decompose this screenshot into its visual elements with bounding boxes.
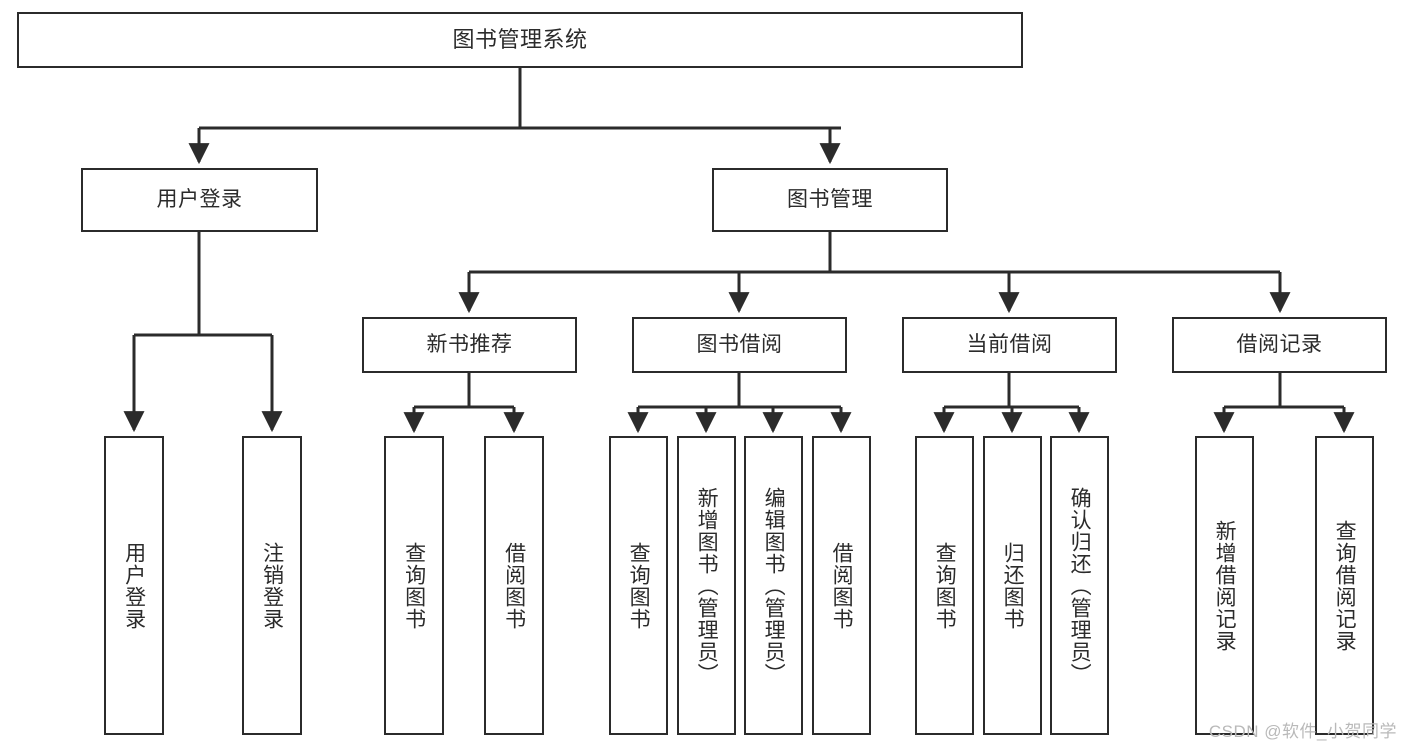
csdn-watermark: CSDN @软件_小贺同学 <box>1208 722 1397 741</box>
node-label: 借阅图书 <box>502 541 526 630</box>
node-label: 查询借阅记录 <box>1333 519 1357 652</box>
node-label: 图书管理 <box>787 187 873 211</box>
leaf-book-borrow-borrow[interactable]: 借阅图书 <box>812 436 871 735</box>
node-label: 新增图书（管理员） <box>695 486 719 685</box>
node-label: 新增借阅记录 <box>1213 519 1237 652</box>
leaf-current-borrow-confirm-return[interactable]: 确认归还（管理员） <box>1050 436 1109 735</box>
leaf-book-borrow-edit[interactable]: 编辑图书（管理员） <box>744 436 803 735</box>
node-label: 用户登录 <box>156 187 243 211</box>
node-label: 归还图书 <box>1001 541 1025 630</box>
node-root-book-management-system[interactable]: 图书管理系统 <box>17 12 1023 68</box>
node-label: 用户登录 <box>122 541 146 630</box>
node-label: 借阅记录 <box>1236 332 1323 356</box>
leaf-user-login-login[interactable]: 用户登录 <box>104 436 164 735</box>
node-borrow-record[interactable]: 借阅记录 <box>1172 317 1387 373</box>
leaf-user-login-logout[interactable]: 注销登录 <box>242 436 302 735</box>
leaf-new-book-query[interactable]: 查询图书 <box>384 436 444 735</box>
node-label: 图书管理系统 <box>452 27 588 53</box>
leaf-new-book-borrow[interactable]: 借阅图书 <box>484 436 544 735</box>
leaf-current-borrow-return[interactable]: 归还图书 <box>983 436 1042 735</box>
leaf-book-borrow-add[interactable]: 新增图书（管理员） <box>677 436 736 735</box>
leaf-book-borrow-query[interactable]: 查询图书 <box>609 436 668 735</box>
node-label: 图书借阅 <box>696 332 783 356</box>
leaf-borrow-record-add[interactable]: 新增借阅记录 <box>1195 436 1254 735</box>
node-label: 查询图书 <box>627 541 651 630</box>
node-label: 编辑图书（管理员） <box>762 486 786 685</box>
node-label: 查询图书 <box>402 541 426 630</box>
leaf-borrow-record-query[interactable]: 查询借阅记录 <box>1315 436 1374 735</box>
node-label: 查询图书 <box>933 541 957 630</box>
node-label: 注销登录 <box>260 541 284 630</box>
node-book-management[interactable]: 图书管理 <box>712 168 948 232</box>
node-new-book-recommend[interactable]: 新书推荐 <box>362 317 577 373</box>
node-label: 新书推荐 <box>426 332 513 356</box>
node-user-login[interactable]: 用户登录 <box>81 168 318 232</box>
node-label: 确认归还（管理员） <box>1068 486 1092 685</box>
node-label: 借阅图书 <box>830 541 854 630</box>
node-current-borrow[interactable]: 当前借阅 <box>902 317 1117 373</box>
node-book-borrow[interactable]: 图书借阅 <box>632 317 847 373</box>
node-label: 当前借阅 <box>966 332 1053 356</box>
leaf-current-borrow-query[interactable]: 查询图书 <box>915 436 974 735</box>
